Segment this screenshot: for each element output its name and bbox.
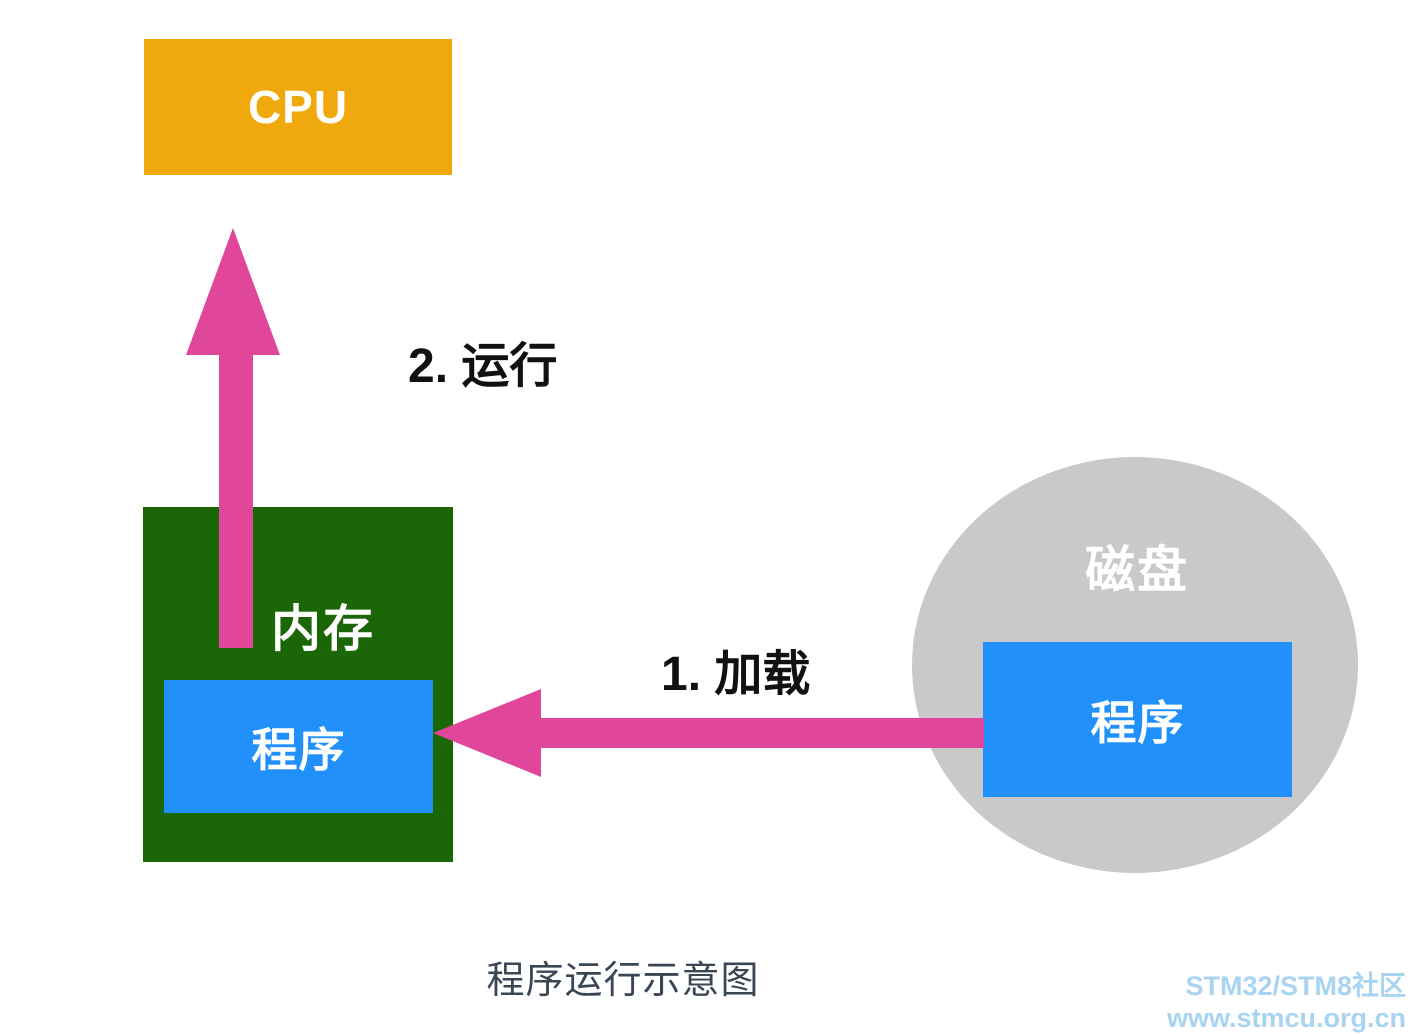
disk-label: 磁盘 [1085,542,1189,598]
step-load-label: 1. 加载 [661,648,811,701]
memory-label: 内存 [271,601,375,657]
disk-program-label: 程序 [1090,696,1185,749]
memory-program-box: 程序 [164,680,433,813]
load-arrow-head-icon [433,689,541,777]
cpu-box: CPU [144,39,452,175]
load-arrow-shaft [540,718,984,748]
cpu-label: CPU [247,81,349,133]
run-arrow-shaft [219,352,253,648]
memory-program-label: 程序 [251,723,346,776]
watermark-line2: www.stmcu.org.cn [1166,1002,1406,1033]
watermark: STM32/STM8社区 www.stmcu.org.cn [1167,971,1406,1035]
disk-program-box: 程序 [983,642,1292,797]
run-arrow-head-icon [186,228,280,355]
diagram-caption: 程序运行示意图 [486,960,760,1002]
watermark-line1: STM32/STM8社区 [1185,971,1406,1001]
step-run-label: 2. 运行 [408,340,558,393]
